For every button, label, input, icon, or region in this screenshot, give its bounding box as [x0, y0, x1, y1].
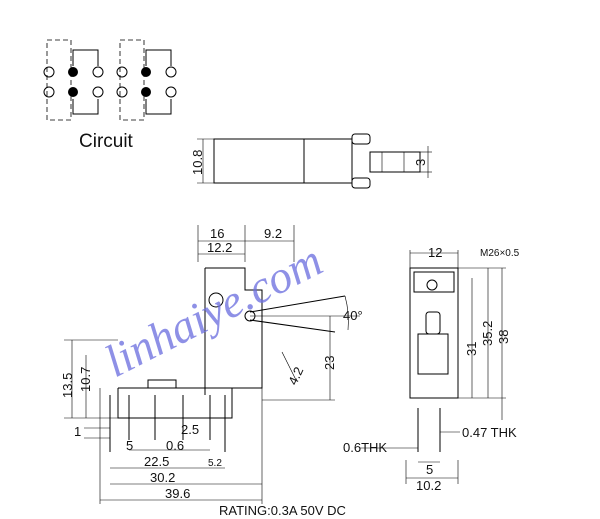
terminal-common: [141, 67, 151, 77]
terminal-open: [165, 86, 177, 98]
terminal-common: [68, 67, 78, 77]
dim-31: 31: [464, 342, 479, 356]
terminal-open: [43, 66, 55, 78]
dim-0-47thk: 0.47 THK: [462, 425, 517, 440]
circuit-dashed-box-2: [119, 39, 145, 121]
actuator-bump: [147, 379, 177, 389]
dim-9-2: 9.2: [264, 226, 282, 241]
dim-38: 38: [496, 330, 511, 344]
slider: [425, 311, 441, 335]
dim-shaft-dia: 3: [413, 159, 428, 166]
circuit-link: [72, 99, 99, 115]
dim-13-5: 13.5: [60, 373, 75, 398]
rating-text: RATING:0.3A 50V DC: [219, 503, 346, 518]
circuit-link: [145, 99, 172, 115]
dim-side-height: 10.8: [190, 150, 205, 175]
mount-clip: [351, 133, 371, 145]
circuit-diagram: [43, 39, 177, 121]
terminal-open: [165, 66, 177, 78]
dim-23: 23: [322, 356, 337, 370]
dim-30-2: 30.2: [150, 470, 175, 485]
dim-r-5: 5: [426, 462, 433, 477]
dim-r-12: 12: [428, 245, 442, 260]
circuit-dashed-box-1: [46, 39, 72, 121]
dim-1: 1: [74, 424, 81, 439]
mount-clip: [351, 177, 371, 189]
dim-0-6thk: 0.6THK: [343, 440, 387, 455]
circuit-label: Circuit: [79, 131, 134, 152]
dim-4-2: 4.2: [285, 365, 306, 388]
dim-5: 5: [126, 438, 133, 453]
terminal-open: [92, 66, 104, 78]
thread-top: [413, 271, 455, 293]
terminal-open: [43, 86, 55, 98]
side-view: [197, 133, 432, 189]
terminal-common: [68, 87, 78, 97]
dim-r-10-2: 10.2: [416, 478, 441, 493]
dim-12-2: 12.2: [207, 240, 232, 255]
front-view: [64, 225, 360, 504]
circuit-link: [72, 49, 99, 66]
terminal-open: [116, 86, 128, 98]
switch-body: [213, 138, 305, 184]
end-body: [409, 267, 459, 399]
dim-35-2: 35.2: [480, 321, 495, 346]
dim-10-7: 10.7: [78, 367, 93, 392]
terminal-common: [141, 87, 151, 97]
watermark: linhaiye.com: [96, 234, 330, 387]
terminal-open: [92, 86, 104, 98]
pivot-hole: [208, 292, 224, 308]
dim-22-5: 22.5: [144, 454, 169, 469]
dim-16: 16: [210, 226, 224, 241]
dim-39-6: 39.6: [165, 486, 190, 501]
terminal-open: [116, 66, 128, 78]
dim-2-5: 2.5: [181, 422, 199, 437]
dim-angle: 40°: [343, 308, 363, 323]
circuit-link: [145, 49, 172, 66]
dim-0-6: 0.6: [166, 438, 184, 453]
shaft: [369, 151, 421, 173]
dim-m26: M26×0.5: [480, 248, 520, 259]
inner-frame: [417, 333, 449, 375]
end-view: [360, 250, 506, 484]
shaft-end: [426, 279, 438, 291]
dim-5-2: 5.2: [208, 458, 222, 469]
